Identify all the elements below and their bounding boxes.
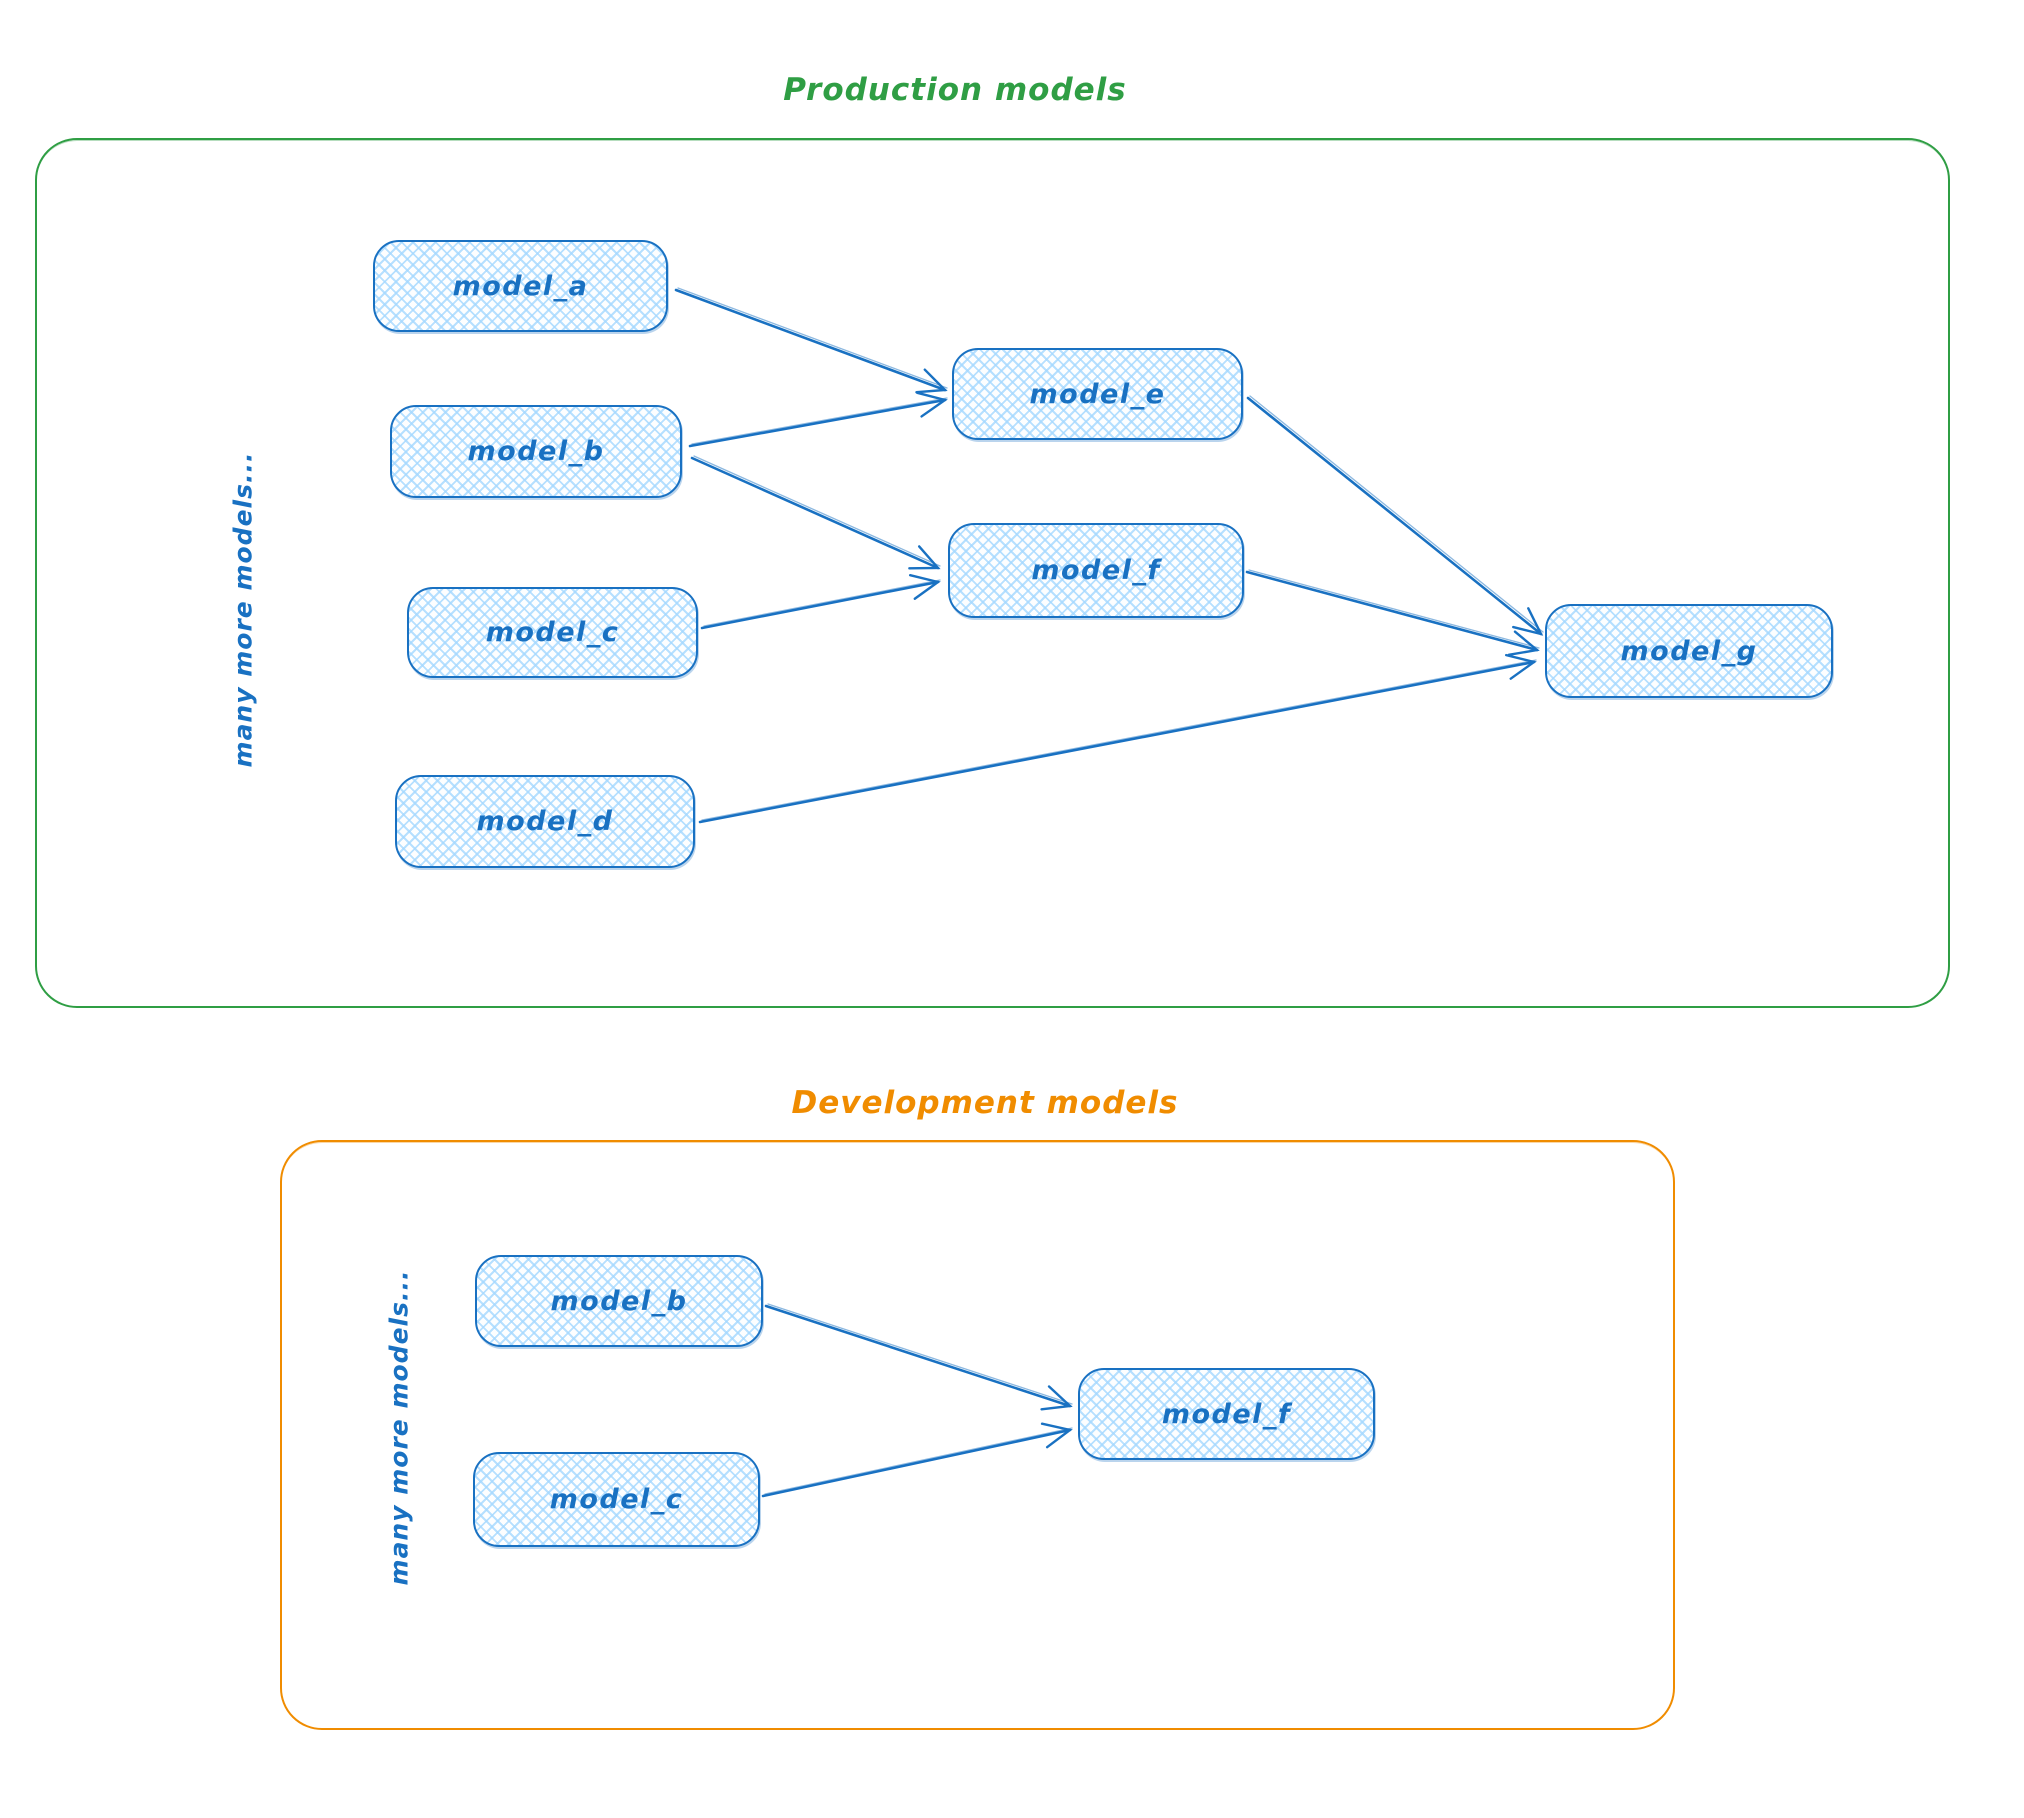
development-frame (280, 1140, 1675, 1730)
production-side-note: many more models... (228, 451, 258, 768)
development-side-note: many more models... (384, 1269, 414, 1586)
node-label: model_b (467, 436, 605, 467)
node-label: model_f (1031, 555, 1161, 586)
node-development-model_f: model_f (1078, 1368, 1375, 1460)
node-label: model_c (485, 617, 620, 648)
node-label: model_d (476, 806, 614, 837)
node-label: model_c (549, 1484, 684, 1515)
node-production-model_f: model_f (948, 523, 1244, 618)
node-production-model_d: model_d (395, 775, 695, 868)
node-development-model_c: model_c (473, 1452, 760, 1547)
node-label: model_f (1161, 1398, 1292, 1430)
node-production-model_g: model_g (1545, 604, 1833, 698)
node-label: model_b (550, 1285, 688, 1317)
production-frame (35, 138, 1950, 1008)
node-label: model_a (452, 270, 589, 302)
node-production-model_e: model_e (952, 348, 1243, 440)
node-production-model_c: model_c (407, 587, 698, 678)
node-label: model_g (1620, 635, 1758, 667)
production-title: Production models (783, 72, 1127, 108)
node-production-model_a: model_a (373, 240, 668, 332)
node-label: model_e (1029, 378, 1166, 410)
node-production-model_b: model_b (390, 405, 682, 498)
node-development-model_b: model_b (475, 1255, 763, 1347)
development-title: Development models (791, 1085, 1179, 1121)
